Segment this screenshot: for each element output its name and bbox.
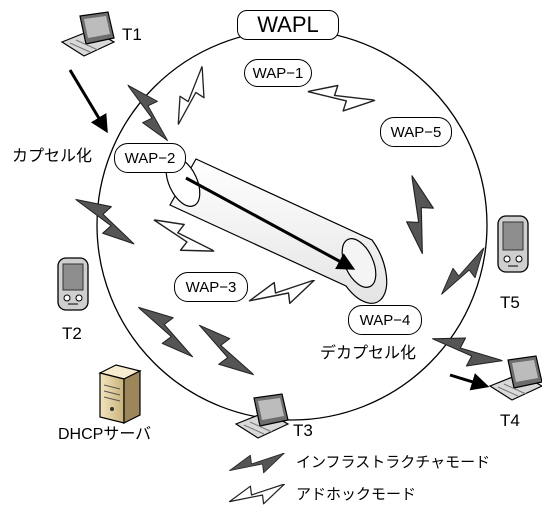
access-point-label: WAP−5: [390, 123, 442, 141]
access-point-wap1: WAP−1: [244, 59, 312, 87]
terminal-label-t1: T1: [122, 25, 142, 44]
legend-adhoc-label: アドホックモード: [296, 486, 417, 503]
access-point-wap2: WAP−2: [114, 143, 186, 173]
wapl-title-text: WAPL: [257, 12, 319, 37]
encapsulation-label: カプセル化: [12, 148, 93, 165]
terminal-label-t4: T4: [500, 411, 520, 430]
access-point-label: WAP−3: [185, 278, 237, 296]
adhoc-link-a: [162, 65, 220, 127]
decapsulation-label: デカプセル化: [320, 345, 417, 362]
terminal-label-t2: T2: [62, 324, 82, 343]
access-point-wap4: WAP−4: [348, 305, 422, 335]
infra-link-wap4-t5: [431, 247, 496, 297]
infra-link-wap4-wap5: [398, 174, 440, 255]
t4-move-arrow: [449, 373, 490, 391]
terminal-label-t5: T5: [500, 293, 520, 312]
adhoc-link-wap1-wap5: [305, 72, 376, 123]
laptop-icon: [234, 393, 290, 439]
legend-adhoc-symbol: [228, 484, 286, 505]
access-point-wap3: WAP−3: [174, 272, 248, 302]
access-point-label: WAP−1: [252, 64, 304, 82]
wapl-title: WAPL: [237, 10, 339, 40]
laptop-icon: [60, 11, 116, 57]
pda-icon: [497, 215, 529, 273]
access-point-label: WAP−2: [124, 149, 176, 167]
tunnel-arrow: [185, 176, 356, 270]
legend-infrastructure-label: インフラストラクチャモード: [296, 454, 491, 471]
pda-icon: [57, 257, 89, 311]
tunnel-tube: [165, 157, 388, 304]
server-icon: [98, 364, 142, 424]
dhcp-server-label: DHCPサーバ: [58, 426, 152, 443]
t1-move-arrow: [68, 69, 108, 134]
terminal-label-t3: T3: [293, 421, 313, 440]
access-point-wap5: WAP−5: [380, 117, 452, 147]
legend-infrastructure-symbol: [229, 453, 285, 474]
access-point-label: WAP−4: [359, 311, 411, 329]
infra-link-t1-wap2: [127, 77, 171, 148]
infra-link-wap3-dhcp: [137, 294, 196, 369]
adhoc-link-wap3-wap4: [248, 280, 316, 305]
laptop-icon: [488, 355, 542, 401]
infra-link-t2-wap2: [74, 184, 137, 258]
infra-link-wap3-t3: [196, 313, 255, 388]
